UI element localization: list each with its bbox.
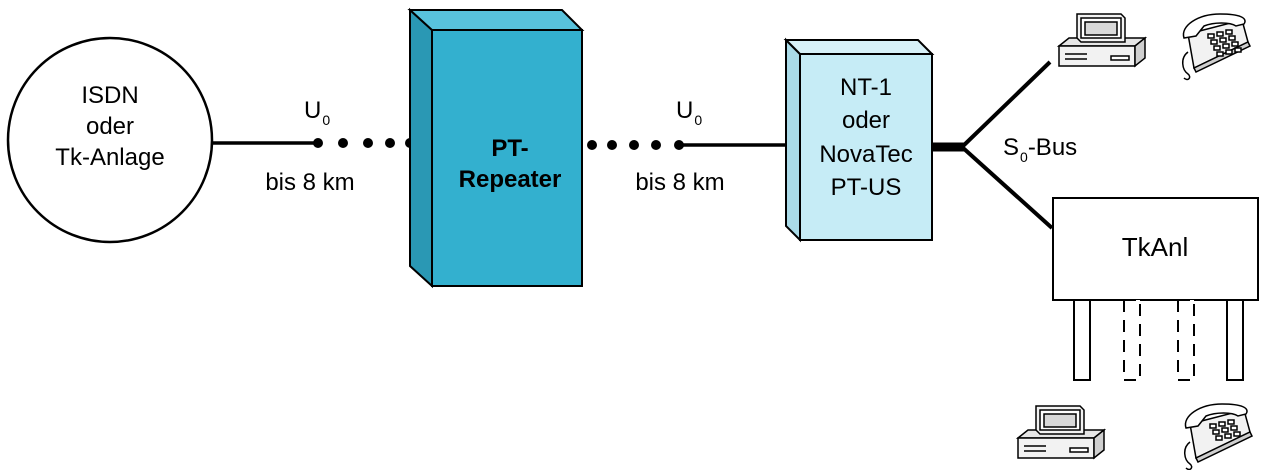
repeater-top [407, 9, 585, 31]
link-left-dot [313, 138, 323, 148]
repeater-front [431, 29, 583, 287]
tk-box-label: TkAnl [1122, 232, 1188, 262]
repeater-box: PT- Repeater [407, 7, 585, 289]
isdn-node-line-2: oder [86, 113, 134, 140]
link-left: U0 bis 8 km [212, 97, 415, 196]
link-left-distance: bis 8 km [265, 169, 354, 196]
isdn-node-line-3: Tk-Anlage [55, 144, 164, 171]
nt-line-3: NovaTec [819, 141, 912, 168]
isdn-node-circle [6, 36, 214, 244]
tk-leg-solid [1226, 299, 1244, 381]
computer-icon [1015, 405, 1107, 460]
bus-label: S0-Bus [1003, 134, 1077, 165]
link-right-distance: bis 8 km [635, 169, 724, 196]
isdn-node: ISDN oder Tk-Anlage [6, 36, 214, 244]
link-left-dot [363, 138, 373, 148]
link-right-dot [629, 140, 639, 150]
bus-branch-upper [960, 60, 1052, 149]
s0-bus: S0-Bus [932, 60, 1077, 230]
link-right-dot [607, 140, 617, 150]
nt-side [785, 37, 801, 243]
tk-leg-dashed [1177, 299, 1195, 381]
nt-line-2: oder [842, 107, 890, 134]
link-right-interface: U0 [676, 97, 702, 128]
isdn-node-line-1: ISDN [81, 82, 138, 109]
link-right-dot [651, 140, 661, 150]
tk-leg-dashed [1123, 299, 1141, 381]
tk-box-frame [1052, 197, 1259, 301]
computer-icon [1056, 13, 1148, 68]
link-left-dot [385, 138, 395, 148]
tk-leg-solid [1073, 299, 1091, 381]
nt-line-1: NT-1 [840, 74, 892, 101]
telephone-icon [1184, 403, 1254, 470]
link-right-dot [674, 140, 684, 150]
link-left-interface: U0 [304, 97, 330, 128]
nt-box: NT-1 oder NovaTec PT-US [783, 37, 935, 243]
nt-line-4: PT-US [831, 174, 902, 201]
repeater-side [409, 7, 433, 289]
tk-legs [1073, 299, 1244, 381]
tk-box: TkAnl [1052, 197, 1259, 301]
nt-top [783, 39, 935, 55]
repeater-line-1: PT- [491, 135, 528, 162]
repeater-line-2: Repeater [459, 166, 562, 193]
telephone-icon [1182, 13, 1252, 81]
link-right-dot [587, 140, 597, 150]
link-right: U0 bis 8 km [587, 97, 786, 196]
link-left-dot [338, 138, 348, 148]
bus-branch-lower [960, 145, 1054, 230]
nt-front [799, 53, 933, 241]
